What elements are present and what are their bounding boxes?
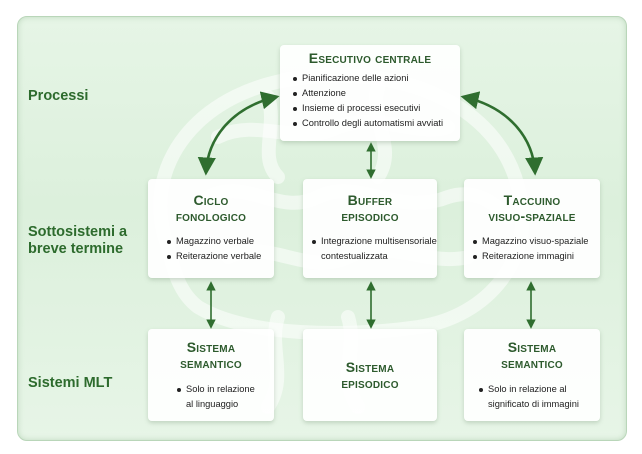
list-item: Solo in relazione al <box>478 382 567 397</box>
arrow-esecutivo-ciclo <box>197 91 280 176</box>
esecutivo-list: Pianificazione delle azioni Attenzione I… <box>292 71 443 131</box>
arrow-esecutivo-taccuino <box>460 91 544 176</box>
box-sistema-episodico: Sistema episodico <box>303 329 437 421</box>
buffer-title-line2: episodico <box>341 208 399 224</box>
box-ciclo-fonologico: Ciclo fonologico Magazzino verbale Reite… <box>148 179 274 278</box>
diagram-frame: Processi Sottosistemi a breve termine Si… <box>17 16 627 441</box>
taccuino-title-line1: Taccuino <box>503 192 561 208</box>
list-item: Reiterazione verbale <box>166 249 261 264</box>
semantico-right-item-continuation: significato di immagini <box>488 399 579 409</box>
semantico-right-title-line2: semantico <box>501 355 563 371</box>
row-label-sottosistemi: Sottosistemi a breve termine <box>28 224 127 258</box>
list-item: Integrazione multisensoriale <box>311 234 437 249</box>
list-item: Solo in relazione <box>176 382 255 397</box>
box-taccuino-visuo-spaziale: Taccuino visuo-spaziale Magazzino visuo-… <box>464 179 600 278</box>
list-item: Pianificazione delle azioni <box>292 71 443 86</box>
taccuino-list: Magazzino visuo-spaziale Reiterazione im… <box>472 234 588 264</box>
episodico-title-line2: episodico <box>341 375 399 391</box>
box-sistema-semantico-right: Sistema semantico Solo in relazione al s… <box>464 329 600 421</box>
esecutivo-title: Esecutivo centrale <box>308 50 432 66</box>
list-item: Reiterazione immagini <box>472 249 588 264</box>
box-sistema-semantico-left: Sistema semantico Solo in relazione al l… <box>148 329 274 421</box>
list-item: Attenzione <box>292 86 443 101</box>
semantico-left-title-line2: semantico <box>180 355 242 371</box>
list-item: Controllo degli automatismi avviati <box>292 116 443 131</box>
buffer-title-line1: Buffer <box>347 192 393 208</box>
row-label-mlt: Sistemi MLT <box>28 375 113 391</box>
buffer-item-continuation: contestualizzata <box>321 251 388 261</box>
box-esecutivo-centrale: Esecutivo centrale Pianificazione delle … <box>280 45 460 141</box>
semantico-right-title-line1: Sistema <box>507 339 557 355</box>
row-label-sottosistemi-line1: Sottosistemi a <box>28 224 128 240</box>
semantico-left-title-line1: Sistema <box>186 339 236 355</box>
ciclo-list: Magazzino verbale Reiterazione verbale <box>166 234 261 264</box>
buffer-list: Integrazione multisensoriale <box>311 234 437 249</box>
ciclo-title-line2: fonologico <box>175 208 247 224</box>
semantico-left-item-continuation: al linguaggio <box>186 399 239 409</box>
list-item: Insieme di processi esecutivi <box>292 101 443 116</box>
semantico-left-list: Solo in relazione <box>176 382 255 397</box>
row-label-processi: Processi <box>28 88 89 104</box>
row-label-sottosistemi-line2: breve termine <box>28 241 124 257</box>
episodico-title-line1: Sistema <box>345 359 395 375</box>
semantico-right-list: Solo in relazione al <box>478 382 567 397</box>
box-buffer-episodico: Buffer episodico Integrazione multisenso… <box>303 179 437 278</box>
ciclo-title-line1: Ciclo <box>193 192 229 208</box>
arrows-layer <box>197 91 544 329</box>
list-item: Magazzino verbale <box>166 234 261 249</box>
taccuino-title-line2: visuo-spaziale <box>488 208 576 224</box>
list-item: Magazzino visuo-spaziale <box>472 234 588 249</box>
